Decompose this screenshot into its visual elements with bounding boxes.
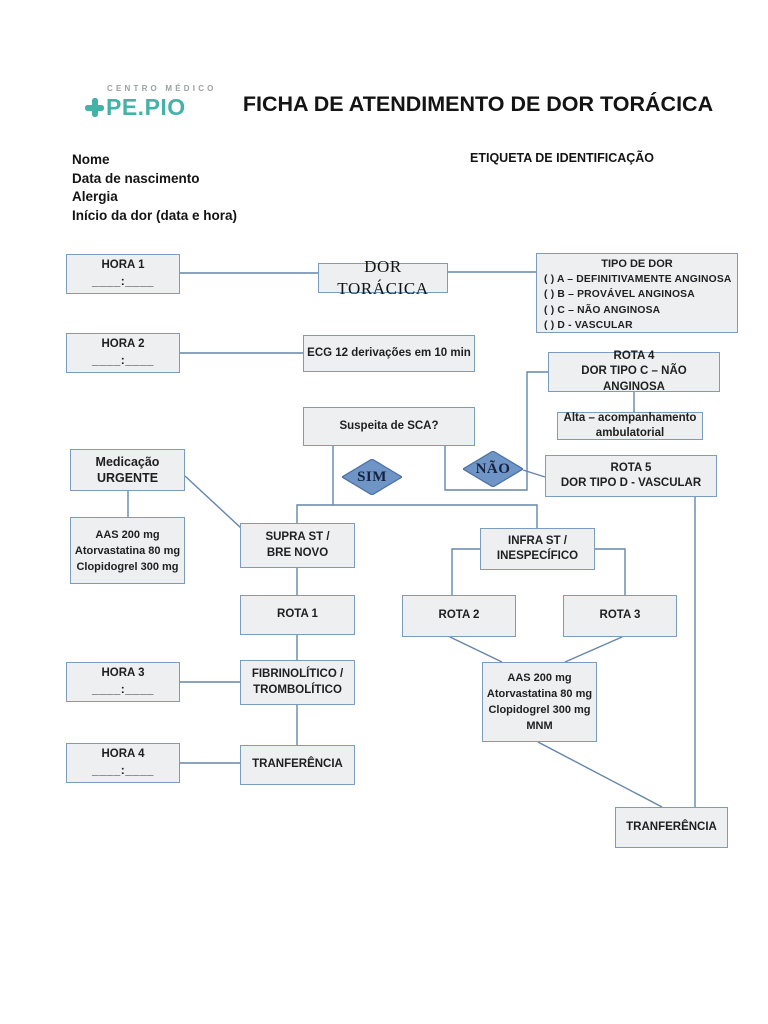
- patient-fields: Nome Data de nascimento Alergia Início d…: [72, 151, 237, 225]
- node-transferencia-rota23: TRANFERÊNCIA: [615, 807, 728, 848]
- fibrinolitico-line2: TROMBOLÍTICO: [253, 683, 342, 696]
- connector-infra-rota2: [451, 548, 480, 595]
- connector-meds-transferencia2: [537, 741, 663, 808]
- tipo-option-b: ( ) B – PROVÁVEL ANGINOSA: [544, 289, 695, 301]
- transferencia-rota23-label: TRANFERÊNCIA: [626, 820, 717, 833]
- meds-urgente-line1: AAS 200 mg: [95, 528, 160, 541]
- node-fibrinolitico: FIBRINOLÍTICO / TROMBOLÍTICO: [240, 660, 355, 705]
- node-supra-st: SUPRA ST / BRE NOVO: [240, 523, 355, 568]
- node-dor-toracica: DOR TORÁCICA: [318, 257, 448, 298]
- infra-line1: INFRA ST /: [508, 534, 567, 547]
- meds-rota23-line1: AAS 200 mg: [507, 672, 572, 684]
- connector-medicacao-supra: [184, 475, 242, 529]
- connector-nao-rota5: [522, 469, 546, 478]
- node-rota1: ROTA 1: [240, 595, 355, 635]
- infra-line2: INESPECÍFICO: [496, 550, 579, 562]
- tipo-de-dor-title: TIPO DE DOR: [601, 258, 673, 270]
- clinic-logo: CENTRO MÉDICO PE.PIO: [85, 84, 215, 121]
- alta-line2: ambulatorial: [595, 427, 665, 439]
- supra-line1: SUPRA ST /: [265, 531, 330, 544]
- hora1-label: HORA 1: [101, 259, 145, 271]
- node-hora2: HORA 2 ____:____: [66, 333, 180, 373]
- hora4-time-blank: ____:____: [92, 763, 154, 778]
- logo-cross-icon: [85, 98, 104, 117]
- rota3-label: ROTA 3: [599, 609, 641, 622]
- hora2-label: HORA 2: [101, 338, 145, 350]
- meds-rota23-line3: Clopidogrel 300 mg: [488, 704, 591, 716]
- node-rota2: ROTA 2: [402, 595, 516, 637]
- dor-toracica-label: DOR TORÁCICA: [337, 256, 429, 298]
- field-alergia: Alergia: [72, 189, 118, 205]
- node-hora4: HORA 4 ____:____: [66, 743, 180, 783]
- node-alta-ambulatorial: Alta – acompanhamento ambulatorial: [557, 412, 703, 440]
- node-rota5: ROTA 5 DOR TIPO D - VASCULAR: [545, 455, 717, 497]
- nao-diamond-shape: [463, 451, 523, 487]
- connector-rota3-meds: [564, 636, 623, 663]
- logo-clinic-name: PE.PIO: [106, 94, 186, 120]
- supra-line2: BRE NOVO: [266, 546, 329, 559]
- sim-diamond-label: SIM: [357, 468, 387, 485]
- node-medicacao-urgente: Medicação URGENTE: [70, 449, 185, 491]
- fibrinolitico-line1: FIBRINOLÍTICO /: [251, 668, 344, 681]
- node-tipo-de-dor: TIPO DE DOR ( ) A – DEFINITIVAMENTE ANGI…: [536, 253, 738, 333]
- identification-label-heading: ETIQUETA DE IDENTIFICAÇÃO: [470, 151, 655, 165]
- node-rota4: ROTA 4 DOR TIPO C – NÃO ANGINOSA: [548, 350, 720, 393]
- hora3-label: HORA 3: [101, 667, 145, 679]
- hora4-label: HORA 4: [101, 748, 145, 760]
- connector-rota2-meds: [449, 636, 503, 663]
- meds-rota23-line2: Atorvastatina 80 mg: [486, 688, 593, 700]
- node-meds-rota23: AAS 200 mg Atorvastatina 80 mg Clopidogr…: [482, 662, 597, 742]
- node-ecg: ECG 12 derivações em 10 min: [303, 335, 475, 372]
- rota4-title: ROTA 4: [613, 350, 655, 363]
- connector-infra-rota3: [595, 548, 626, 595]
- node-hora3: HORA 3 ____:____: [66, 662, 180, 702]
- tipo-option-d: ( ) D - VASCULAR: [544, 320, 633, 332]
- nao-diamond-label: NÃO: [475, 460, 511, 477]
- node-transferencia-rota1: TRANFERÊNCIA: [240, 745, 355, 785]
- page-title: FICHA DE ATENDIMENTO DE DOR TORÁCICA: [242, 92, 714, 116]
- rota2-label: ROTA 2: [438, 609, 480, 622]
- tipo-option-a: ( ) A – DEFINITIVAMENTE ANGINOSA: [544, 273, 732, 285]
- field-inicio-dor: Início da dor (data e hora): [72, 207, 238, 223]
- transferencia-rota1-label: TRANFERÊNCIA: [252, 758, 343, 771]
- meds-urgente-line3: Clopidogrel 300 mg: [76, 560, 179, 573]
- field-data-nascimento: Data de nascimento: [72, 170, 200, 186]
- node-hora1: HORA 1 ____:____: [66, 254, 180, 294]
- rota4-subtitle: DOR TIPO C – NÃO ANGINOSA: [581, 365, 687, 393]
- field-nome: Nome: [72, 152, 110, 167]
- rota1-label: ROTA 1: [277, 608, 318, 621]
- alta-line1: Alta – acompanhamento: [563, 411, 697, 424]
- rota5-subtitle: DOR TIPO D - VASCULAR: [560, 477, 702, 489]
- hora3-time-blank: ____:____: [92, 682, 154, 697]
- node-rota3: ROTA 3: [563, 595, 677, 637]
- medicacao-line2: URGENTE: [96, 471, 159, 485]
- suspeita-label: Suspeita de SCA?: [339, 419, 439, 432]
- hora2-time-blank: ____:____: [92, 353, 154, 368]
- node-suspeita-sca: Suspeita de SCA?: [303, 407, 475, 446]
- meds-urgente-line2: Atorvastatina 80 mg: [74, 544, 181, 557]
- rota5-title: ROTA 5: [610, 461, 652, 474]
- sim-diamond: SIM: [342, 459, 402, 495]
- medicacao-line1: Medicação: [95, 454, 160, 469]
- tipo-option-c: ( ) C – NÃO ANGINOSA: [544, 304, 661, 316]
- logo-clinic-type-label: CENTRO MÉDICO: [107, 84, 217, 93]
- node-meds-urgente: AAS 200 mg Atorvastatina 80 mg Clopidogr…: [70, 517, 185, 584]
- meds-rota23-line4: MNM: [526, 720, 553, 732]
- nao-diamond: NÃO: [463, 451, 523, 487]
- hora1-time-blank: ____:____: [92, 274, 154, 289]
- ecg-label: ECG 12 derivações em 10 min: [307, 346, 471, 359]
- sim-diamond-shape: [342, 459, 402, 495]
- node-infra-st: INFRA ST / INESPECÍFICO: [480, 528, 595, 570]
